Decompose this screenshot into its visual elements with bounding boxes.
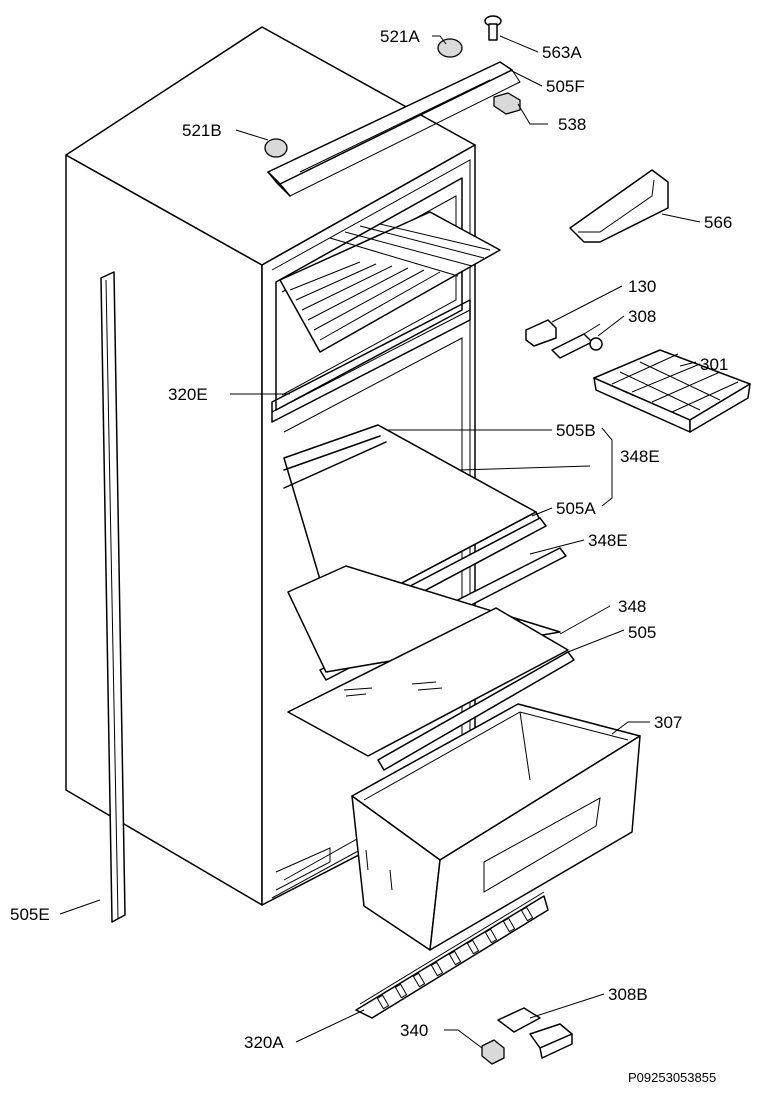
label-348e-top: 348E — [620, 447, 660, 466]
label-308: 308 — [628, 307, 656, 326]
label-348: 348 — [618, 597, 646, 616]
freezer-wire-shelf — [279, 211, 501, 353]
label-521b: 521B — [182, 121, 222, 140]
hinge-bracket-308 — [551, 323, 603, 359]
label-566: 566 — [704, 213, 732, 232]
ice-tray-301 — [593, 349, 751, 433]
vent-grille-320a — [355, 891, 549, 1019]
label-505a: 505A — [556, 499, 596, 518]
label-505e: 505E — [10, 905, 50, 924]
hinge-cap-521a — [437, 38, 463, 58]
label-505b: 505B — [556, 421, 596, 440]
label-308b: 308B — [608, 985, 648, 1004]
hinge-cap-521b — [264, 138, 288, 158]
label-505f: 505F — [546, 77, 585, 96]
label-348e: 348E — [588, 531, 628, 550]
clip-538 — [493, 92, 521, 115]
label-340: 340 — [400, 1021, 428, 1040]
shelf-trim-505 — [377, 651, 575, 771]
grille-slots — [376, 906, 534, 1010]
label-130: 130 — [628, 277, 656, 296]
label-301: 301 — [700, 355, 728, 374]
door-gasket-505e — [100, 271, 126, 923]
top-rail-505f — [267, 61, 521, 197]
label-320e: 320E — [168, 385, 208, 404]
label-538: 538 — [558, 115, 586, 134]
label-320a: 320A — [244, 1033, 284, 1052]
pin-563a — [484, 15, 502, 41]
part-labels: 521A 563A 505F 538 521B 566 130 308 301 … — [10, 27, 732, 1085]
crisper-drawer-307 — [351, 703, 641, 951]
drawing-code: P09253053855 — [628, 1070, 716, 1085]
foot-340 — [481, 1039, 505, 1065]
hinge-308b — [497, 1007, 573, 1059]
label-307: 307 — [654, 713, 682, 732]
label-505: 505 — [628, 623, 656, 642]
plate-130 — [525, 319, 557, 347]
glass-shelf-lower — [287, 607, 569, 757]
label-521a: 521A — [380, 27, 420, 46]
leader-lines — [59, 35, 701, 1049]
label-563a: 563A — [542, 43, 582, 62]
handle-566 — [569, 169, 669, 243]
